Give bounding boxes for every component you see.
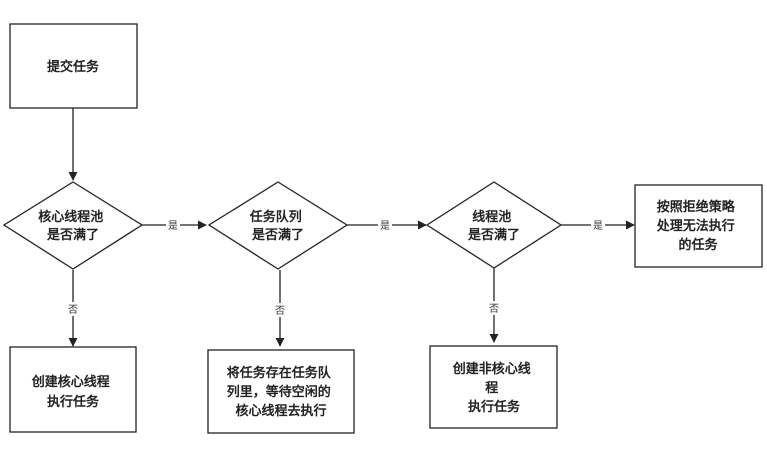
node-label: 是否满了	[251, 227, 304, 243]
process-box	[207, 349, 355, 434]
node-pool-full: 线程池 是否满了	[425, 181, 563, 269]
node-label: 执行任务	[468, 399, 521, 415]
edge-labels: 是 是 是 否 否 否	[66, 218, 605, 317]
node-label: 核心线程池	[38, 209, 103, 225]
svg-text:提交任务: 提交任务	[47, 59, 100, 75]
node-label: 是否满了	[467, 227, 520, 243]
svg-text:创建非核心线 程 执行任务: 创建非核心线 程 执行任务	[452, 361, 536, 415]
node-label: 提交任务	[47, 59, 100, 75]
node-label: 按照拒绝策略	[657, 199, 736, 215]
decision-diamond	[207, 181, 349, 270]
edge-label-yes: 是	[380, 220, 390, 232]
svg-text:核心线程池 是否满了: 核心线程池 是否满了	[38, 209, 108, 243]
node-label: 执行任务	[47, 394, 100, 410]
node-label: 创建核心线程	[31, 374, 110, 390]
decision-diamond	[2, 181, 144, 270]
node-label: 将任务存在任务队	[227, 365, 332, 381]
svg-text:按照拒绝策略 处理无法执行 的任务: 按照拒绝策略 处理无法执行 的任务	[656, 199, 740, 253]
node-label: 处理无法执行	[656, 218, 735, 234]
node-enqueue: 将任务存在任务队 列里，等待空闲的 核心线程去执行	[207, 349, 355, 434]
process-box	[9, 23, 138, 109]
edge-label-no: 否	[275, 305, 285, 317]
edge-label-no: 否	[68, 304, 78, 316]
process-box	[634, 184, 763, 268]
svg-text:线程池 是否满了: 线程池 是否满了	[467, 209, 520, 243]
node-label: 线程池	[472, 209, 511, 225]
node-label: 的任务	[678, 237, 718, 253]
edge-label-yes: 是	[168, 220, 178, 232]
node-label: 程	[485, 381, 498, 396]
svg-text:创建核心线程 执行任务: 创建核心线程 执行任务	[31, 374, 115, 410]
node-submit: 提交任务	[9, 23, 138, 109]
edge-label-no: 否	[489, 303, 499, 315]
node-label: 是否满了	[46, 227, 99, 243]
node-create-core: 创建核心线程 执行任务	[9, 346, 137, 433]
svg-text:将任务存在任务队 列里，等待空闲的: 将任务存在任务队 列里，等待空闲的 核心线程去执行	[227, 365, 336, 419]
svg-text:任务队列 是否满了: 任务队列 是否满了	[249, 209, 307, 243]
process-box	[429, 345, 558, 429]
node-label: 核心线程去执行	[235, 403, 326, 419]
edge-label-yes: 是	[593, 220, 603, 232]
node-core-full: 核心线程池 是否满了	[2, 181, 144, 270]
process-box	[9, 346, 137, 433]
node-create-noncore: 创建非核心线 程 执行任务	[429, 345, 558, 429]
node-reject: 按照拒绝策略 处理无法执行 的任务	[634, 184, 763, 268]
decision-diamond	[425, 181, 563, 269]
node-label: 任务队列	[249, 209, 302, 225]
node-label: 创建非核心线	[452, 361, 531, 377]
node-queue-full: 任务队列 是否满了	[207, 181, 349, 270]
node-label: 列里，等待空闲的	[227, 384, 331, 400]
